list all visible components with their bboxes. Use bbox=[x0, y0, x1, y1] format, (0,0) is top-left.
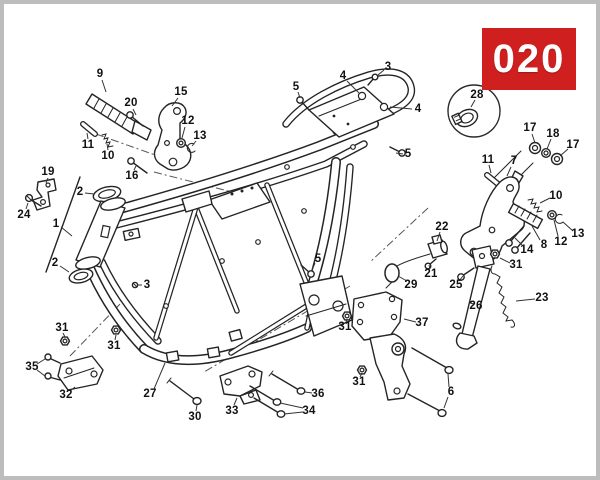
exploded-frame-drawing bbox=[24, 68, 574, 418]
bolt-16 bbox=[127, 157, 148, 174]
screw-3b bbox=[131, 281, 139, 289]
bottom-right-bracket-group bbox=[341, 291, 454, 418]
pin-11b bbox=[484, 172, 501, 187]
bottom-left-bracket-group bbox=[44, 325, 122, 391]
bracket-15 bbox=[153, 102, 192, 171]
bolts-35 bbox=[44, 353, 61, 381]
nut-31f bbox=[489, 249, 501, 259]
bottom-center-bracket-group bbox=[166, 365, 306, 418]
stand-leg-26 bbox=[461, 265, 491, 339]
clip-13 bbox=[186, 142, 196, 153]
bolts-34 bbox=[249, 385, 286, 418]
spring-10b bbox=[527, 198, 543, 213]
pin-11 bbox=[80, 121, 98, 137]
washer-12b bbox=[546, 209, 558, 221]
bolt-5b bbox=[389, 146, 406, 157]
pivot-plates bbox=[299, 275, 353, 337]
bracket-37-upper bbox=[351, 291, 403, 341]
right-footpeg-group bbox=[460, 141, 564, 264]
bolt-36 bbox=[268, 370, 306, 395]
bracket-7 bbox=[460, 176, 525, 264]
stand-foot bbox=[455, 332, 478, 350]
screw-24 bbox=[24, 193, 42, 207]
bolt-5c bbox=[300, 264, 315, 278]
bolt-30 bbox=[166, 377, 202, 406]
hose-clamp-28 bbox=[447, 84, 501, 138]
left-footpeg-group bbox=[80, 93, 196, 174]
screw-21 bbox=[424, 258, 437, 270]
frame-bolts bbox=[131, 73, 406, 289]
frame-tabs bbox=[122, 144, 356, 363]
bolt-20 bbox=[126, 111, 144, 127]
side-stand-group bbox=[452, 245, 515, 350]
nut-31d bbox=[356, 365, 368, 375]
bolts-6 bbox=[407, 347, 454, 418]
leader-lines bbox=[25, 69, 574, 415]
washer-12 bbox=[175, 137, 187, 149]
nut-31c bbox=[341, 311, 353, 321]
steering-head bbox=[45, 176, 126, 284]
nut-31e bbox=[59, 336, 71, 346]
bracket-19-group bbox=[24, 178, 57, 211]
bolt-3a bbox=[367, 73, 379, 86]
rear-plate bbox=[308, 86, 395, 138]
bracket-37-lower bbox=[369, 333, 411, 401]
spring-10 bbox=[101, 133, 114, 148]
bolts-14 bbox=[505, 225, 531, 254]
spring-23 bbox=[490, 265, 515, 328]
bolt-25 bbox=[457, 267, 475, 281]
switch-group bbox=[384, 234, 448, 289]
clip-13b bbox=[554, 213, 564, 224]
seat-plate bbox=[208, 182, 271, 220]
nut-31g bbox=[110, 325, 122, 335]
page-badge: 020 bbox=[482, 28, 576, 90]
